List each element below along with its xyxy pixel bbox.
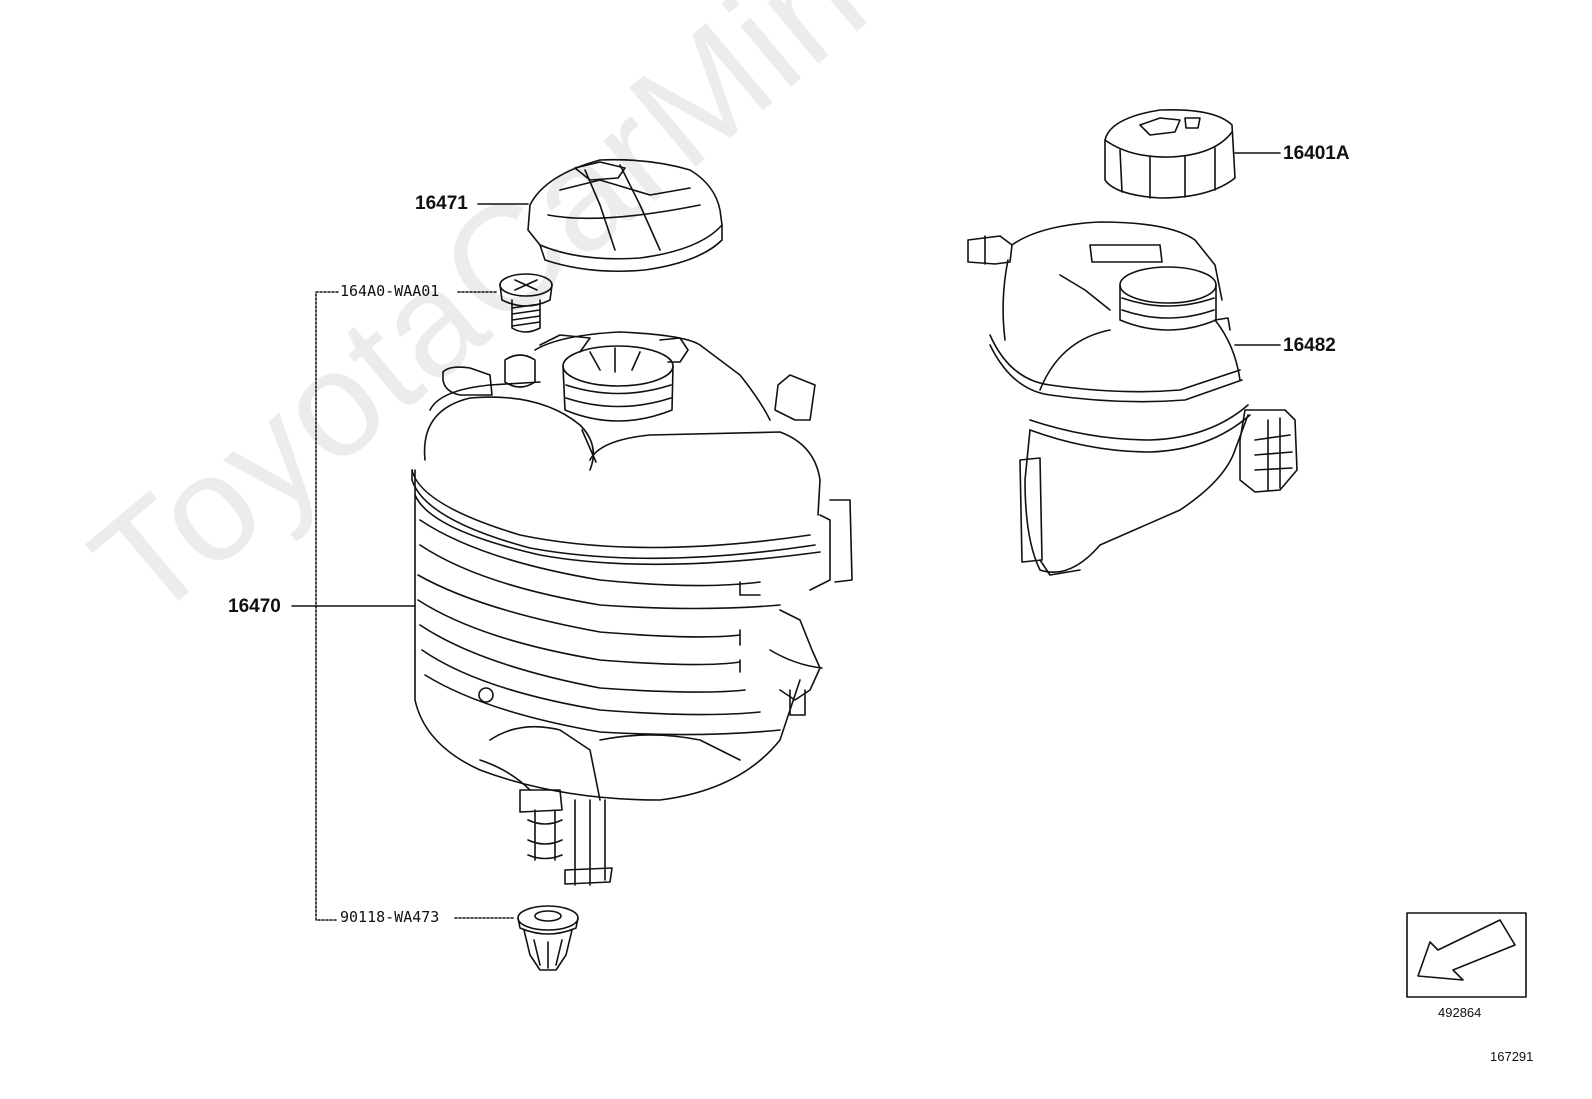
callout-16482[interactable]: 16482 (1283, 335, 1336, 356)
callout-16401A[interactable]: 16401A (1283, 143, 1350, 164)
reservoir-tank-16470[interactable] (411, 331, 853, 886)
view-reference-number[interactable]: 492864 (1438, 1005, 1482, 1020)
arrow-down-left-icon (1417, 919, 1516, 981)
bleeder-bolt-164A0[interactable] (499, 273, 553, 333)
reservoir-tank-16482[interactable] (967, 221, 1298, 576)
view-reference-box (1406, 912, 1527, 998)
reservoir-cap-16471[interactable] (527, 158, 723, 273)
callout-16470[interactable]: 16470 (228, 596, 281, 617)
figure-number: 167291 (1490, 1049, 1534, 1064)
callout-90118-WA473[interactable]: 90118-WA473 (340, 908, 440, 926)
callout-164A0-WAA01[interactable]: 164A0-WAA01 (340, 282, 440, 300)
reservoir-cap-16401A[interactable] (1104, 108, 1236, 199)
callout-16471[interactable]: 16471 (415, 193, 468, 214)
clip-90118[interactable] (517, 905, 579, 971)
